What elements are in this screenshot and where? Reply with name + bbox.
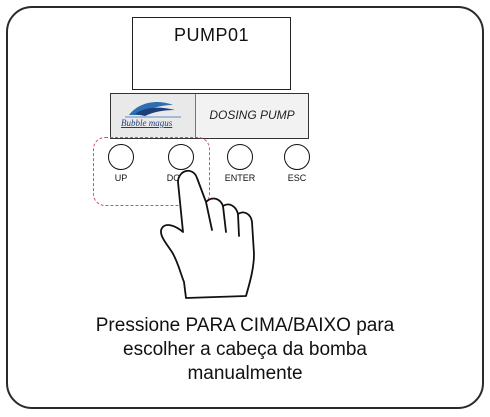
down-button[interactable]	[168, 144, 194, 170]
lcd-display: PUMP01	[132, 17, 291, 90]
instruction-caption: Pressione PARA CIMA/BAIXO para escolher …	[30, 314, 460, 386]
wave-logo-icon	[125, 102, 181, 118]
dosing-pump-label: DOSING PUMP	[209, 108, 295, 122]
enter-button-label: ENTER	[224, 173, 256, 183]
esc-button[interactable]	[284, 144, 310, 170]
up-button-label: UP	[114, 173, 128, 183]
caption-line-1: Pressione PARA CIMA/BAIXO para	[95, 315, 395, 336]
esc-button-label: ESC	[287, 173, 307, 183]
caption-line-3: manualmente	[187, 363, 303, 384]
up-button[interactable]	[108, 144, 134, 170]
logo-text: Bubble magus	[121, 118, 173, 128]
brand-logo: Bubble magus	[111, 94, 196, 137]
enter-button[interactable]	[227, 144, 253, 170]
device-frame	[6, 6, 484, 409]
caption-line-2: escolher a cabeça da bomba	[123, 339, 367, 360]
up-down-highlight	[93, 137, 210, 206]
display-text: PUMP01	[173, 25, 250, 45]
control-panel: Bubble magus DOSING PUMP	[110, 93, 309, 139]
